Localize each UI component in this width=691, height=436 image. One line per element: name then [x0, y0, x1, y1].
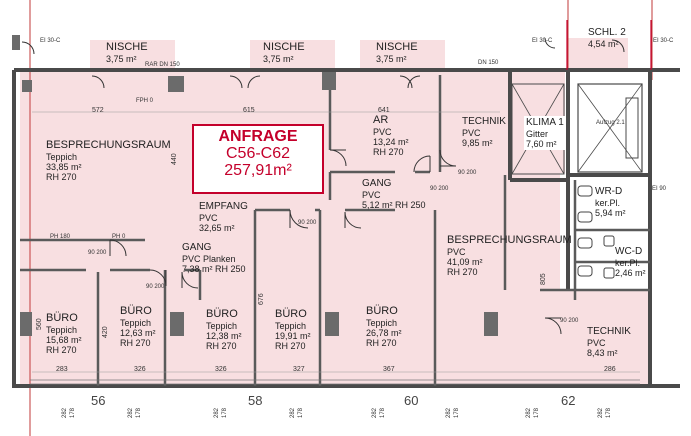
dim-top-1: 572 [92, 107, 104, 114]
walls [12, 68, 680, 388]
door-tag-2: 90 200 [146, 284, 165, 290]
dim-bottom-6: 286 [604, 366, 616, 373]
wc-fixtures [577, 185, 615, 279]
room-gang-2: GANG PVC Planken 7,38 m² RH 250 [182, 242, 246, 274]
dim-bottom-1: 283 [56, 366, 68, 373]
label-178-d: 178 [298, 407, 304, 418]
klima-aufzug [511, 83, 643, 175]
room-nische-2: NISCHE 3,75 m² [263, 41, 305, 64]
axis-lines [29, 0, 653, 436]
columns [12, 35, 498, 336]
red-border [566, 20, 652, 70]
dim-side-1: 560 [36, 318, 43, 330]
room-besprechungsraum-2: BESPRECHUNGSRAUM PVC 41,09 m² RH 270 [447, 234, 572, 278]
room-besprechungsraum-1: BESPRECHUNGSRAUM Teppich 33,85 m² RH 270 [46, 139, 171, 183]
label-282-c: 282 [214, 407, 220, 418]
label-fph: FPH 0 [136, 98, 154, 104]
label-178-e: 178 [380, 407, 386, 418]
room-buero-4: BÜRO Teppich 19,91 m² RH 270 [275, 308, 311, 352]
label-282-d: 282 [290, 407, 296, 418]
dim-bottom-5: 367 [383, 366, 395, 373]
door-tag-5: 90 200 [458, 170, 477, 176]
door-tag-3: 90 200 [298, 220, 317, 226]
room-fills [20, 38, 650, 386]
label-rar: RAR DN 150 [145, 62, 180, 68]
label-ei90: EI 90 [652, 186, 667, 192]
dim-bottom-3: 326 [215, 366, 227, 373]
axis-58: 58 [248, 393, 263, 408]
door-tag-4: 90 200 [430, 186, 449, 192]
dim-side-5: 805 [540, 273, 547, 285]
label-ei30-left: EI 30-C [40, 38, 61, 44]
partitions [20, 75, 650, 386]
dim-side-4: 676 [258, 293, 265, 305]
room-ar: AR PVC 13,24 m² RH 270 [373, 114, 409, 158]
room-gang-1: GANG PVC 5,12 m² RH 250 [362, 178, 426, 210]
room-buero-5: BÜRO Teppich 26,78 m² RH 270 [366, 305, 402, 349]
room-wc-d: WC-D ker.Pl. 2,46 m² [615, 246, 646, 278]
room-buero-3: BÜRO Teppich 12,38 m² RH 270 [206, 308, 242, 352]
label-282-e: 282 [372, 407, 378, 418]
axis-60: 60 [404, 393, 419, 408]
label-178-b: 178 [136, 407, 142, 418]
request-units: C56-C62 [225, 144, 291, 162]
door-swings [21, 37, 625, 335]
room-wr-d: WR-D ker.Pl. 5,94 m² [595, 186, 626, 218]
dimension-lines [32, 111, 640, 373]
dim-side-2: 420 [102, 326, 109, 338]
room-klima-1: KLIMA 1 Gitter 7,60 m² [524, 116, 566, 151]
label-178-g: 178 [534, 407, 540, 418]
room-empfang: EMPFANG PVC 32,65 m² [199, 201, 248, 233]
door-tag-6: 90 200 [560, 318, 579, 324]
label-178-f: 178 [454, 407, 460, 418]
windows [30, 379, 640, 385]
room-nische-3: NISCHE 3,75 m² [376, 41, 418, 64]
dim-bottom-4: 327 [293, 366, 305, 373]
dim-bottom-2: 326 [134, 366, 146, 373]
label-282-g: 282 [526, 407, 532, 418]
room-technik-2: TECHNIK PVC 8,43 m² [587, 326, 631, 358]
room-nische-1: NISCHE 3,75 m² [106, 41, 148, 64]
dim-side-3: 440 [171, 153, 178, 165]
room-schl-2: SCHL. 2 4,54 m² [588, 27, 626, 49]
label-178-h: 178 [606, 407, 612, 418]
label-282-f: 282 [446, 407, 452, 418]
request-area: 257,91m² [224, 161, 292, 179]
dim-top-3: 641 [378, 107, 390, 114]
label-aufzug: Aufzug 2.1 [596, 120, 625, 126]
label-282-h: 282 [598, 407, 604, 418]
axis-62: 62 [561, 393, 576, 408]
request-box: ANFRAGE C56-C62 257,91m² [192, 124, 324, 194]
label-ei30-mid: EI 30-C [532, 38, 553, 44]
label-ph0: PH 0 [112, 234, 126, 240]
label-178-c: 178 [222, 407, 228, 418]
dim-top-2: 615 [243, 107, 255, 114]
axis-56: 56 [91, 393, 106, 408]
room-buero-2: BÜRO Teppich 12,63 m² RH 270 [120, 305, 156, 349]
room-technik-1: TECHNIK PVC 9,85 m² [462, 116, 506, 148]
label-282-a: 282 [62, 407, 68, 418]
label-ei30-right: EI 30-C [653, 38, 674, 44]
door-tag-1: 90 200 [88, 250, 107, 256]
label-178-a: 178 [70, 407, 76, 418]
room-buero-1: BÜRO Teppich 15,68 m² RH 270 [46, 312, 82, 356]
label-282-b: 282 [128, 407, 134, 418]
label-dn150: DN 150 [478, 60, 499, 66]
label-ph180: PH 180 [50, 234, 71, 240]
request-title: ANFRAGE [218, 128, 298, 145]
